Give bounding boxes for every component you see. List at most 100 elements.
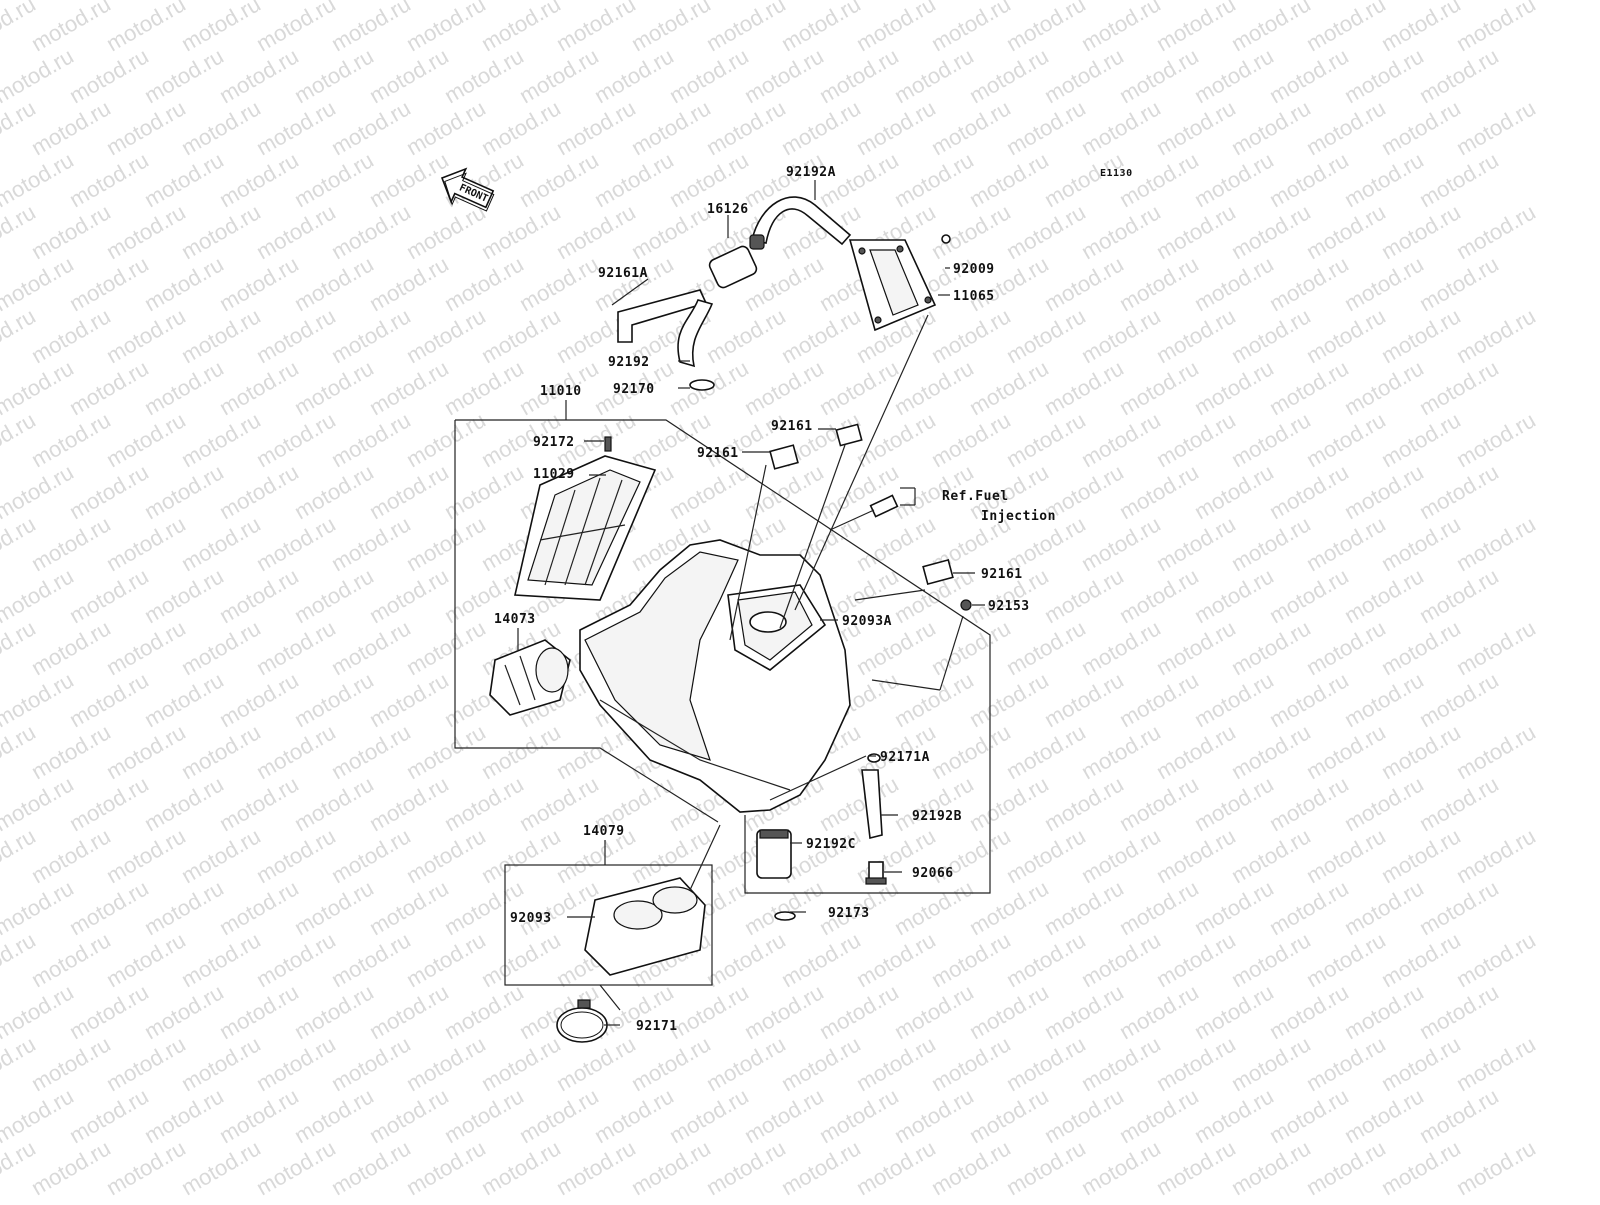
watermark-text: motod.ru [1152,823,1240,888]
watermark-text: motod.ru [1190,1083,1278,1148]
watermark-text: motod.ru [290,355,378,420]
label-92161-left[interactable]: 92161 [697,446,739,461]
watermark-text: motod.ru [65,1083,153,1148]
label-92066[interactable]: 92066 [912,866,954,881]
watermark-text: motod.ru [252,615,340,680]
watermark-text: motod.ru [1452,0,1540,56]
watermark-text: motod.ru [927,719,1015,784]
watermark-text: motod.ru [1002,95,1090,160]
watermark-text: motod.ru [140,1083,228,1148]
watermark-text: motod.ru [27,511,115,576]
watermark-text: motod.ru [1002,407,1090,472]
watermark-text: motod.ru [1415,147,1503,212]
watermark-text: motod.ru [965,147,1053,212]
watermark-text: motod.ru [1452,719,1540,784]
watermark-text: motod.ru [927,95,1015,160]
label-11065[interactable]: 11065 [953,289,995,304]
watermark-text: motod.ru [252,927,340,992]
screw-92172 [604,436,612,452]
watermark-text: motod.ru [402,303,490,368]
watermark-text: motod.ru [1227,1031,1315,1096]
holder-14079 [584,877,706,976]
watermark-text: motod.ru [1152,511,1240,576]
label-14079[interactable]: 14079 [583,824,625,839]
label-92173[interactable]: 92173 [828,906,870,921]
watermark-text: motod.ru [1227,0,1315,56]
watermark-text: motod.ru [1340,147,1428,212]
label-92171[interactable]: 92171 [636,1019,678,1034]
watermark-text: motod.ru [1002,823,1090,888]
watermark-text: motod.ru [552,199,640,264]
watermark-text: motod.ru [102,95,190,160]
watermark-text: motod.ru [215,355,303,420]
watermark-text: motod.ru [1340,251,1428,316]
watermark-text: motod.ru [665,1083,753,1148]
watermark-text: motod.ru [965,875,1053,940]
watermark-text: motod.ru [665,43,753,108]
label-92192[interactable]: 92192 [608,355,650,370]
watermark-text: motod.ru [327,1135,415,1200]
watermark-text: motod.ru [177,823,265,888]
watermark-text: motod.ru [1377,615,1465,680]
watermark-text: motod.ru [1377,511,1465,576]
watermark-text: motod.ru [890,667,978,732]
watermark-text: motod.ru [777,0,865,56]
label-11029[interactable]: 11029 [533,467,575,482]
watermark-text: motod.ru [1115,875,1203,940]
watermark-text: motod.ru [852,95,940,160]
watermark-text: motod.ru [365,979,453,1044]
watermark-text: motod.ru [1077,0,1165,56]
watermark-text: motod.ru [290,979,378,1044]
watermark-text: motod.ru [102,1031,190,1096]
watermark-text: motod.ru [290,563,378,628]
label-92170[interactable]: 92170 [613,382,655,397]
watermark-text: motod.ru [1415,1083,1503,1148]
watermark-text: motod.ru [1040,1083,1128,1148]
rubber-block-92161-b [835,423,863,447]
watermark-text: motod.ru [65,979,153,1044]
watermark-text: motod.ru [252,95,340,160]
frame-11010-top [455,419,991,894]
watermark-text: motod.ru [1227,1135,1315,1200]
label-92009[interactable]: 92009 [953,262,995,277]
watermark-text: motod.ru [1302,0,1390,56]
label-92192B[interactable]: 92192B [912,809,962,824]
label-92093[interactable]: 92093 [510,911,552,926]
watermark-text: motod.ru [252,0,340,56]
watermark-text: motod.ru [890,771,978,836]
watermark-text: motod.ru [1077,95,1165,160]
watermark-text: motod.ru [440,771,528,836]
label-92171A[interactable]: 92171A [880,750,930,765]
watermark-text: motod.ru [102,927,190,992]
drain-hose-92192b [861,753,883,839]
watermark-text: motod.ru [27,823,115,888]
watermark-text: motod.ru [177,0,265,56]
label-92172[interactable]: 92172 [533,435,575,450]
watermark-text: motod.ru [1415,979,1503,1044]
watermark-text: motod.ru [1377,199,1465,264]
watermark-text: motod.ru [1002,199,1090,264]
watermark-text: motod.ru [102,407,190,472]
watermark-text: motod.ru [1115,771,1203,836]
label-92161-right[interactable]: 92161 [981,567,1023,582]
label-11010[interactable]: 11010 [540,384,582,399]
label-14073[interactable]: 14073 [494,612,536,627]
label-92192A[interactable]: 92192A [786,165,836,180]
watermark-text: motod.ru [1152,615,1240,680]
label-92161A[interactable]: 92161A [598,266,648,281]
label-92161-upper[interactable]: 92161 [771,419,813,434]
watermark-text: motod.ru [1452,823,1540,888]
watermark-text: motod.ru [327,823,415,888]
watermark-text: motod.ru [65,563,153,628]
label-92192C[interactable]: 92192C [806,837,856,852]
label-92153[interactable]: 92153 [988,599,1030,614]
watermark-text: motod.ru [1227,511,1315,576]
watermark-text: motod.ru [1115,355,1203,420]
watermark-text: motod.ru [815,1083,903,1148]
watermark-text: motod.ru [140,771,228,836]
watermark-text: motod.ru [1415,459,1503,524]
watermark-text: motod.ru [102,199,190,264]
frame-11010-left [454,420,719,823]
label-16126[interactable]: 16126 [707,202,749,217]
label-92093A[interactable]: 92093A [842,614,892,629]
